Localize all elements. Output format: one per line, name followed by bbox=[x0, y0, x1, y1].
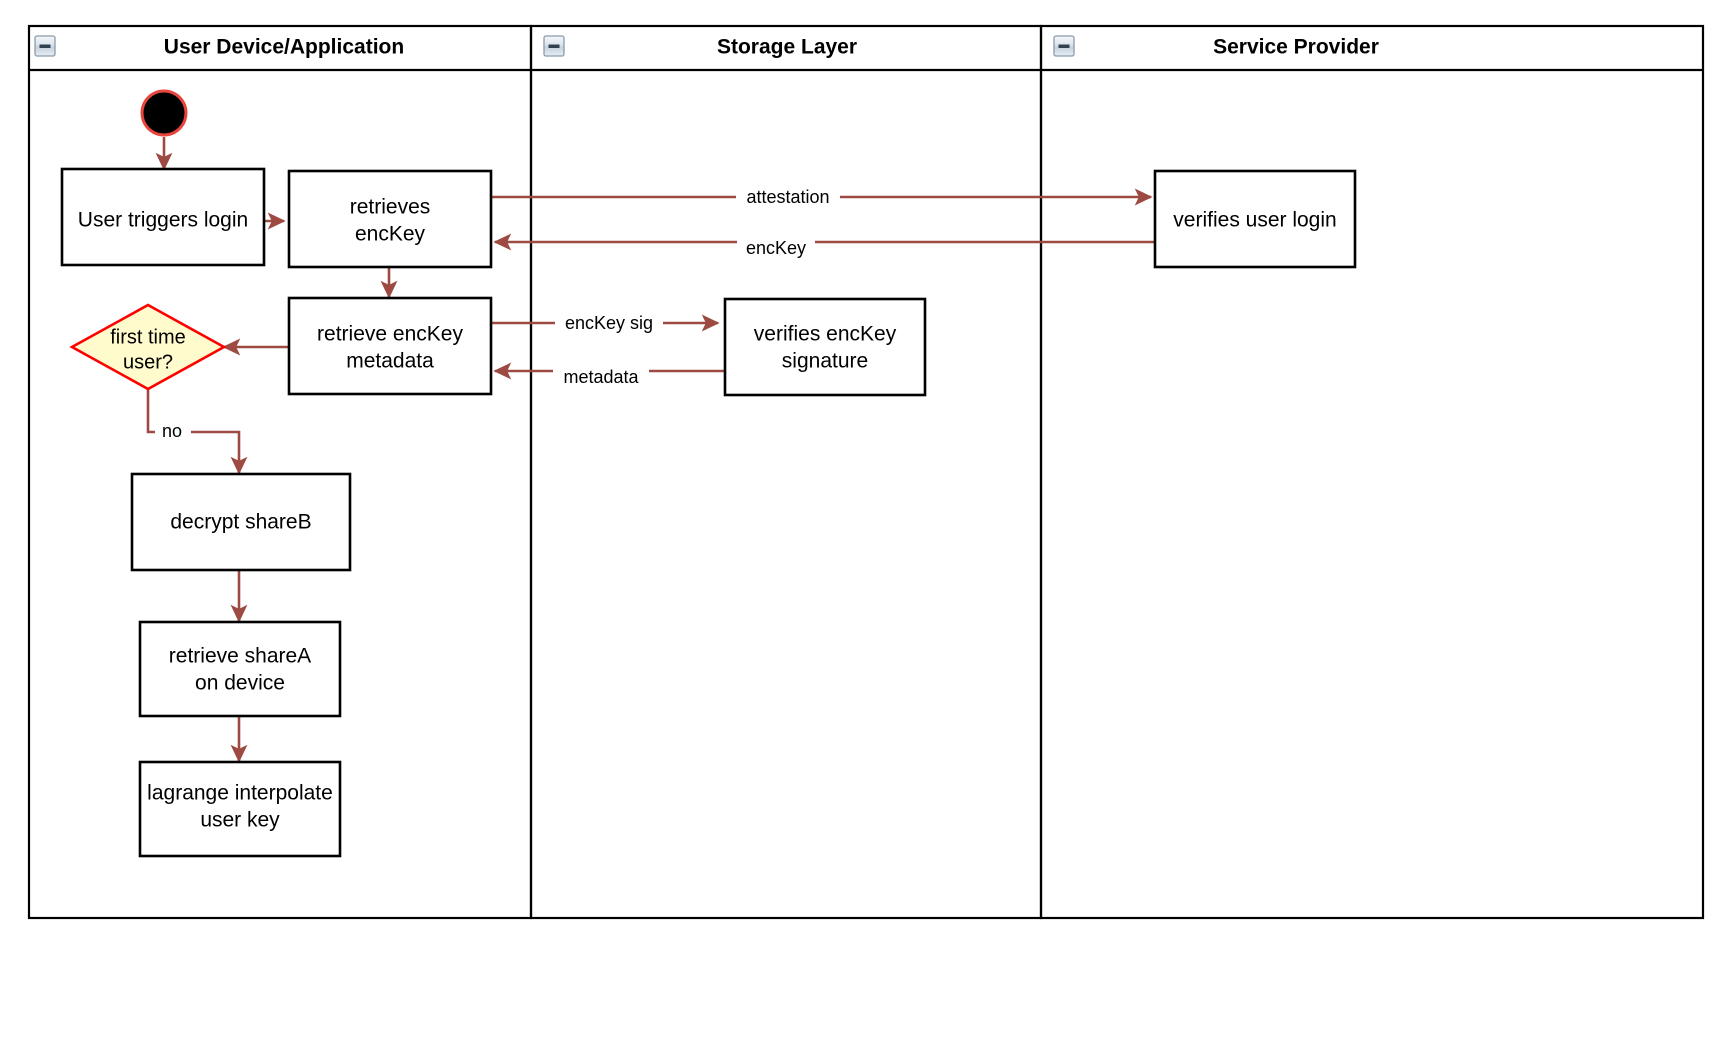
activity-node-lagrange-interpolate-user-key[interactable]: lagrange interpolate user key bbox=[138, 760, 342, 858]
collapse-minus-icon[interactable] bbox=[34, 35, 56, 57]
activity-node-verifies-user-login[interactable]: verifies user login bbox=[1153, 169, 1357, 269]
activity-node-retrieve-enckey-metadata[interactable]: retrieve encKey metadata bbox=[287, 296, 493, 396]
edge-label-attestation: attestation bbox=[736, 186, 840, 208]
svg-text:encKey: encKey bbox=[746, 238, 806, 258]
edge-label-metadata: metadata bbox=[553, 367, 649, 389]
swimlane-service-provider[interactable]: Service Provider bbox=[1039, 24, 1705, 920]
activity-label-line1: lagrange interpolate bbox=[147, 782, 333, 805]
svg-text:metadata: metadata bbox=[563, 367, 639, 387]
decision-node-first-time-user[interactable]: first time user? bbox=[69, 303, 227, 391]
activity-label-line2: metadata bbox=[346, 350, 434, 373]
activity-label-line1: retrieves bbox=[350, 196, 431, 219]
edge-label-enckey: encKey bbox=[737, 237, 815, 259]
swimlane-storage-layer[interactable]: Storage Layer bbox=[529, 24, 1043, 920]
swimlane-title-service-provider: Service Provider bbox=[1213, 36, 1379, 59]
decision-label-line1: first time bbox=[110, 326, 186, 348]
svg-text:attestation: attestation bbox=[746, 187, 829, 207]
activity-label-line1: verifies encKey bbox=[754, 323, 897, 346]
swimlane-title-user-device: User Device/Application bbox=[164, 36, 404, 59]
svg-text:no: no bbox=[162, 421, 182, 441]
svg-text:encKey sig: encKey sig bbox=[565, 313, 653, 333]
swimlane-title-storage-layer: Storage Layer bbox=[717, 36, 857, 59]
decision-label-line2: user? bbox=[123, 351, 173, 373]
activity-label-line1: retrieve encKey bbox=[317, 323, 463, 346]
edge-decision-no bbox=[146, 388, 248, 475]
initial-node[interactable] bbox=[140, 89, 188, 137]
activity-node-retrieves-enckey[interactable]: retrieves encKey bbox=[287, 169, 493, 269]
collapse-minus-icon[interactable] bbox=[1053, 35, 1075, 57]
edge-label-no: no bbox=[155, 421, 191, 443]
activity-label-line2: signature bbox=[782, 350, 868, 373]
activity-node-retrieve-sharea-on-device[interactable]: retrieve shareA on device bbox=[138, 620, 342, 718]
activity-node-decrypt-shareb[interactable]: decrypt shareB bbox=[130, 472, 352, 572]
activity-label: decrypt shareB bbox=[170, 511, 311, 534]
activity-node-user-triggers-login[interactable]: User triggers login bbox=[60, 167, 266, 267]
activity-label-line2: user key bbox=[200, 809, 280, 832]
activity-label-line1: retrieve shareA bbox=[169, 645, 311, 668]
activity-label-line2: encKey bbox=[355, 223, 426, 246]
activity-node-verifies-enckey-signature[interactable]: verifies encKey signature bbox=[723, 297, 927, 397]
activity-label: verifies user login bbox=[1173, 209, 1336, 232]
collapse-minus-icon[interactable] bbox=[543, 35, 565, 57]
activity-label: User triggers login bbox=[78, 209, 248, 232]
edge-label-enckey-sig: encKey sig bbox=[555, 312, 663, 334]
activity-label-line2: on device bbox=[195, 672, 285, 695]
